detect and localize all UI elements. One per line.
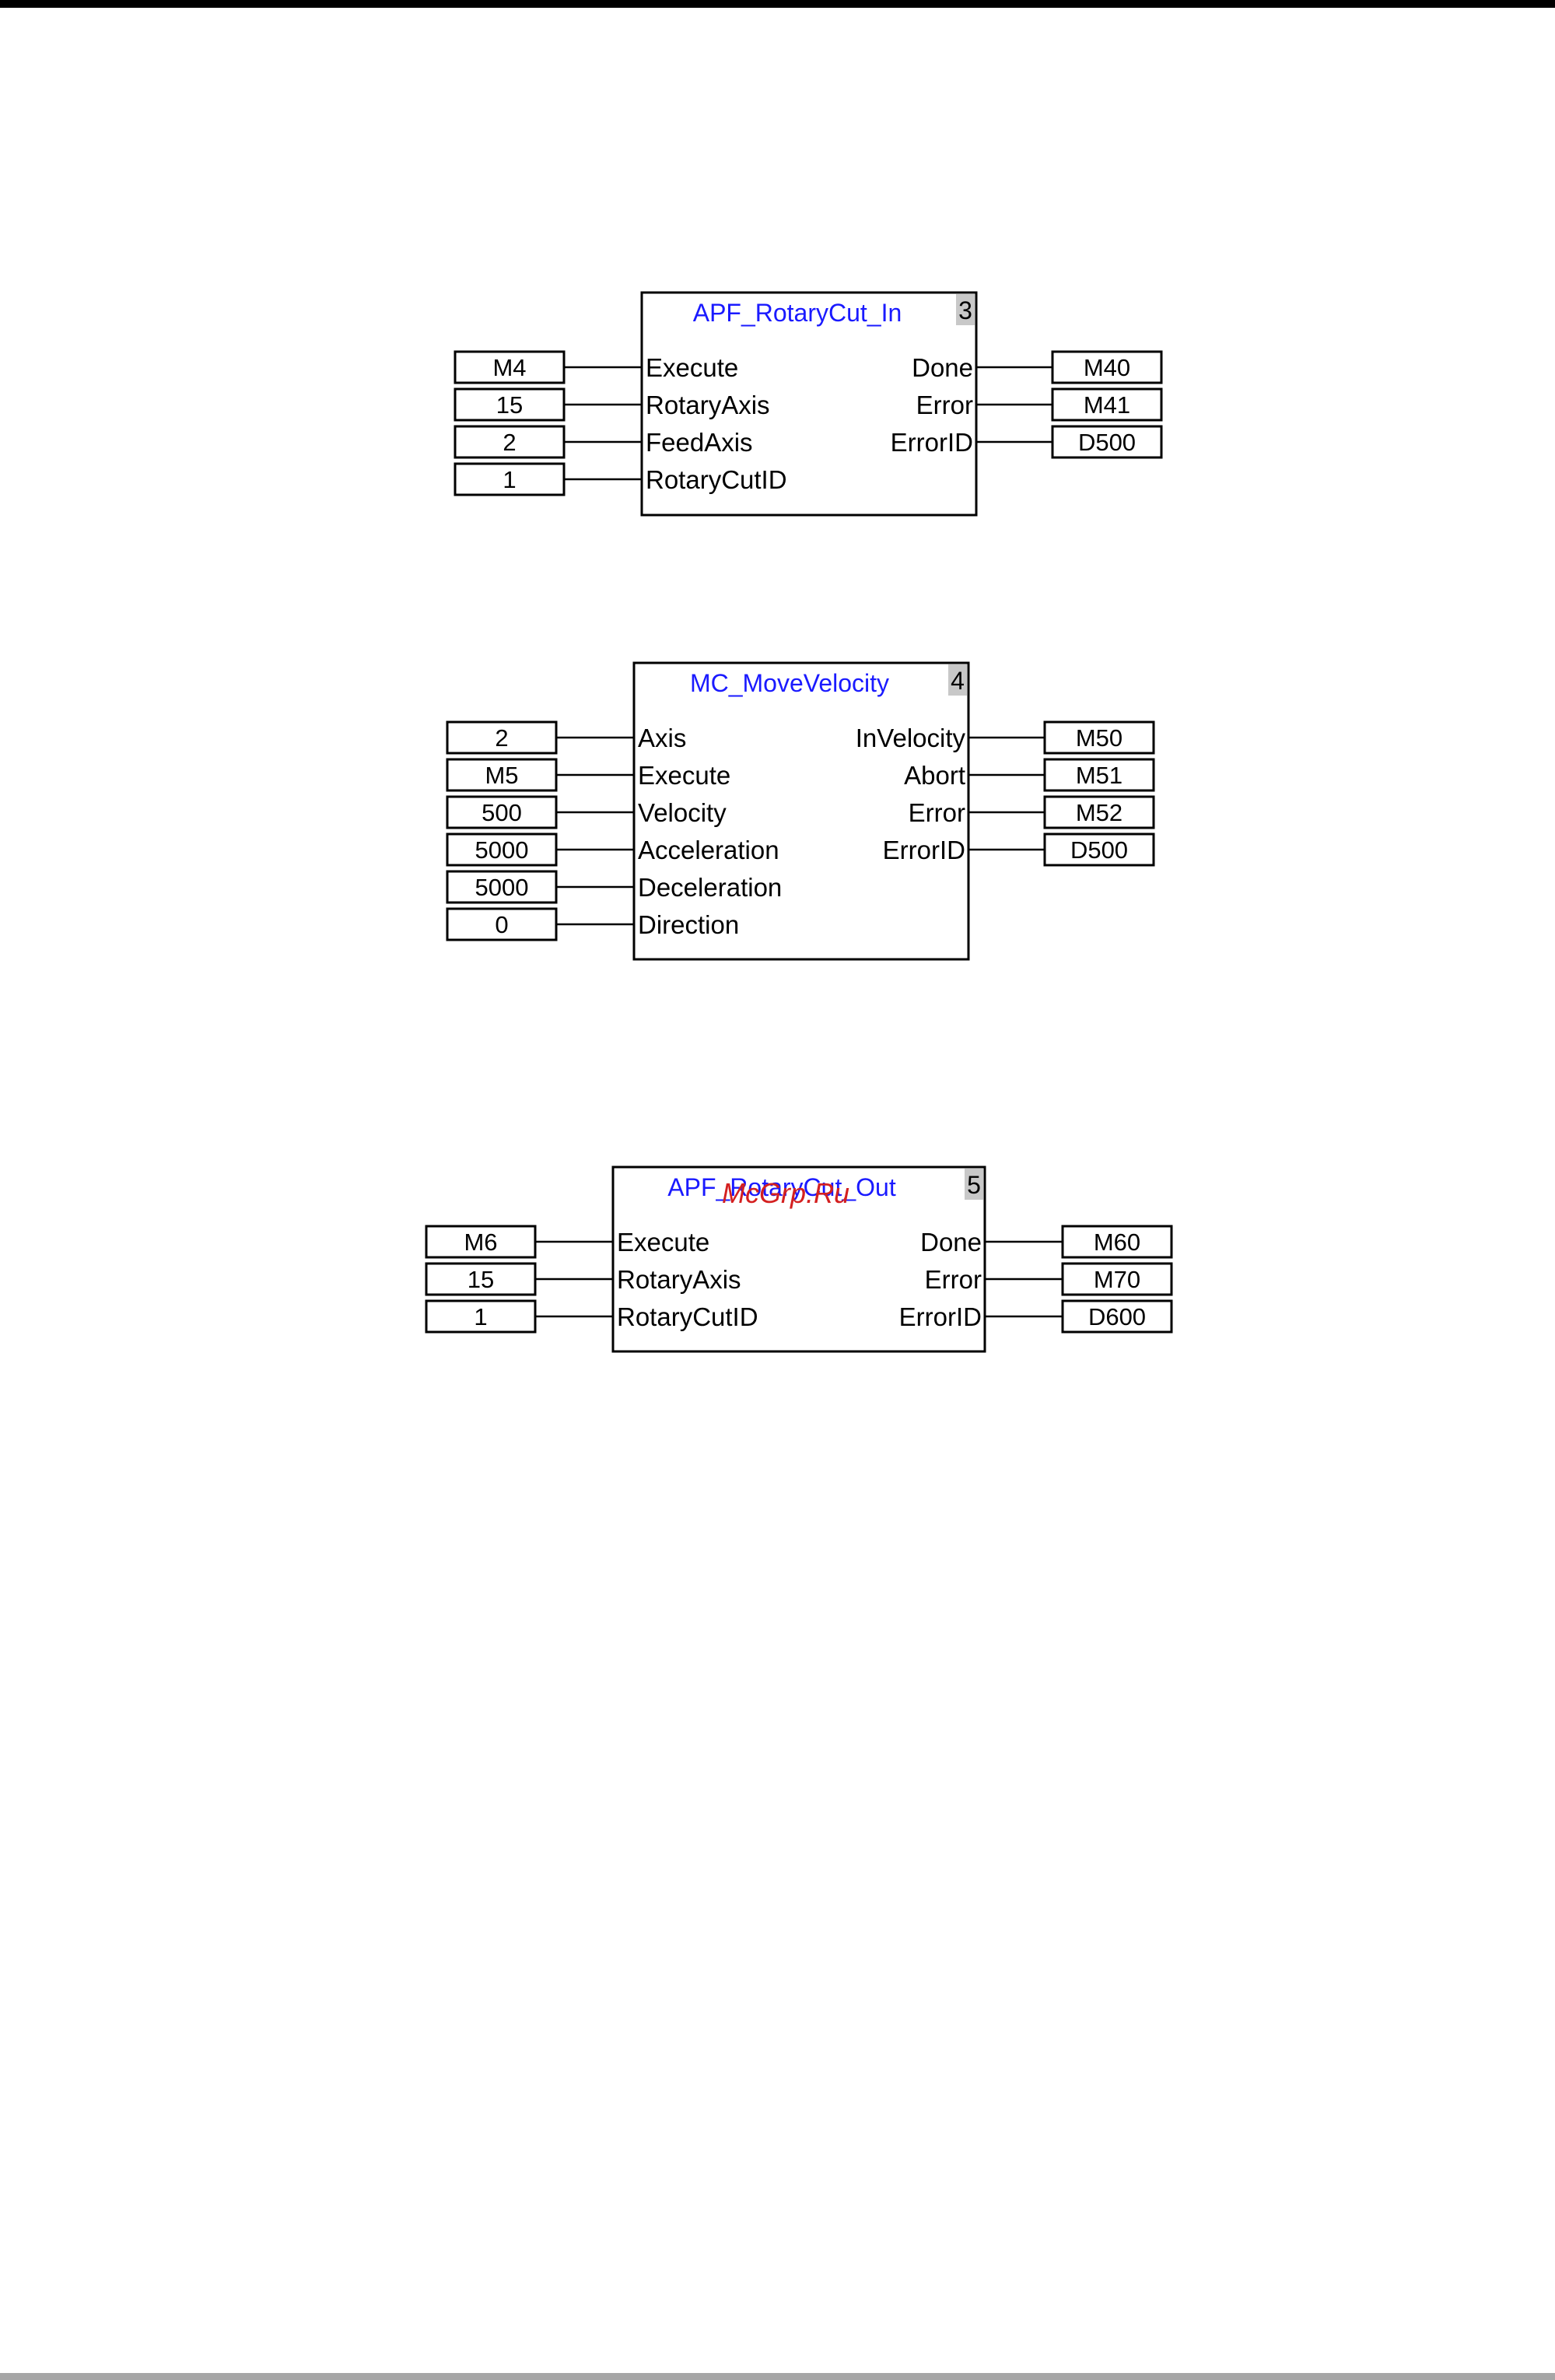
input-variable-value: M6: [464, 1229, 497, 1256]
input-variable-box[interactable]: [425, 1299, 537, 1334]
output-variable-box[interactable]: [1051, 425, 1163, 459]
output-pin-label: ErrorID: [883, 836, 965, 864]
output-pin-label: Error: [916, 391, 973, 419]
output-pin-label: Error: [909, 798, 965, 827]
block-title-2: MC_MoveVelocity: [690, 669, 889, 697]
input-variable-value: M4: [492, 354, 526, 381]
input-variable-box[interactable]: [454, 350, 566, 384]
output-variable-value: M41: [1084, 391, 1130, 419]
block-number-1: 3: [958, 296, 972, 324]
output-pin-label: ErrorID: [891, 428, 973, 457]
output-variable-box[interactable]: [1043, 832, 1155, 867]
block-number-badge-1: [956, 294, 975, 325]
input-pin-label: Execute: [638, 761, 730, 790]
input-variable-value: 500: [482, 799, 522, 826]
output-variable-value: M60: [1094, 1229, 1140, 1256]
output-variable-box[interactable]: [1051, 387, 1163, 422]
output-pin-label: ErrorID: [899, 1302, 982, 1331]
bottom-border-rule: [0, 2373, 1555, 2380]
output-pin-label: Done: [912, 353, 973, 382]
input-pin-label: Velocity: [638, 798, 727, 827]
input-pin-label: Execute: [646, 353, 738, 382]
input-pin-label: RotaryAxis: [617, 1265, 741, 1294]
block-title-1: APF_RotaryCut_In: [693, 299, 902, 327]
output-variable-value: M50: [1076, 724, 1122, 752]
output-variable-value: D600: [1088, 1303, 1146, 1330]
output-variable-box[interactable]: [1061, 1262, 1173, 1296]
input-variable-box[interactable]: [454, 462, 566, 496]
input-variable-box[interactable]: [446, 758, 558, 792]
input-variable-value: 2: [503, 429, 516, 456]
input-pin-label: Axis: [638, 724, 686, 752]
function-block-2[interactable]: [632, 661, 970, 961]
input-variable-value: 5000: [475, 836, 529, 864]
input-variable-box[interactable]: [446, 870, 558, 904]
input-variable-box[interactable]: [446, 832, 558, 867]
input-variable-value: 5000: [475, 874, 529, 901]
input-variable-box[interactable]: [446, 907, 558, 941]
input-variable-value: M5: [485, 762, 518, 789]
input-variable-box[interactable]: [454, 387, 566, 422]
output-variable-value: M70: [1094, 1266, 1140, 1293]
input-pin-label: RotaryCutID: [617, 1302, 758, 1331]
input-pin-label: RotaryCutID: [646, 465, 787, 494]
output-variable-box[interactable]: [1061, 1299, 1173, 1334]
top-border-rule: [0, 0, 1555, 8]
input-variable-value: 15: [496, 391, 523, 419]
output-variable-value: M40: [1084, 354, 1130, 381]
function-block-3[interactable]: [611, 1165, 986, 1353]
input-pin-label: RotaryAxis: [646, 391, 770, 419]
output-variable-value: M52: [1076, 799, 1122, 826]
output-variable-box[interactable]: [1043, 795, 1155, 829]
input-pin-label: Direction: [638, 910, 739, 939]
input-variable-box[interactable]: [425, 1262, 537, 1296]
output-variable-box[interactable]: [1061, 1225, 1173, 1259]
input-variable-box[interactable]: [454, 425, 566, 459]
output-pin-label: Error: [925, 1265, 982, 1294]
output-variable-box[interactable]: [1043, 720, 1155, 755]
output-pin-label: InVelocity: [856, 724, 966, 752]
block-number-3: 5: [967, 1171, 981, 1199]
block-number-badge-2: [948, 664, 967, 696]
watermark-text: McGrp.Ru: [722, 1177, 849, 1209]
input-variable-box[interactable]: [425, 1225, 537, 1259]
input-pin-label: FeedAxis: [646, 428, 753, 457]
input-pin-label: Acceleration: [638, 836, 779, 864]
block-number-badge-3: [965, 1169, 983, 1200]
block-number-2: 4: [951, 667, 965, 695]
input-variable-value: 1: [474, 1303, 487, 1330]
input-pin-label: Execute: [617, 1228, 709, 1257]
output-variable-value: D500: [1078, 429, 1136, 456]
input-variable-box[interactable]: [446, 795, 558, 829]
input-variable-value: 15: [468, 1266, 494, 1293]
output-variable-value: M51: [1076, 762, 1122, 789]
input-variable-value: 2: [495, 724, 508, 752]
output-pin-label: Done: [920, 1228, 982, 1257]
input-pin-label: Deceleration: [638, 873, 782, 902]
output-pin-label: Abort: [904, 761, 965, 790]
output-variable-box[interactable]: [1043, 758, 1155, 792]
input-variable-box[interactable]: [446, 720, 558, 755]
block-title-3: APF_RotaryCut_Out: [667, 1173, 896, 1201]
output-variable-box[interactable]: [1051, 350, 1163, 384]
output-variable-value: D500: [1070, 836, 1128, 864]
input-variable-value: 0: [495, 911, 508, 938]
input-variable-value: 1: [503, 466, 516, 493]
